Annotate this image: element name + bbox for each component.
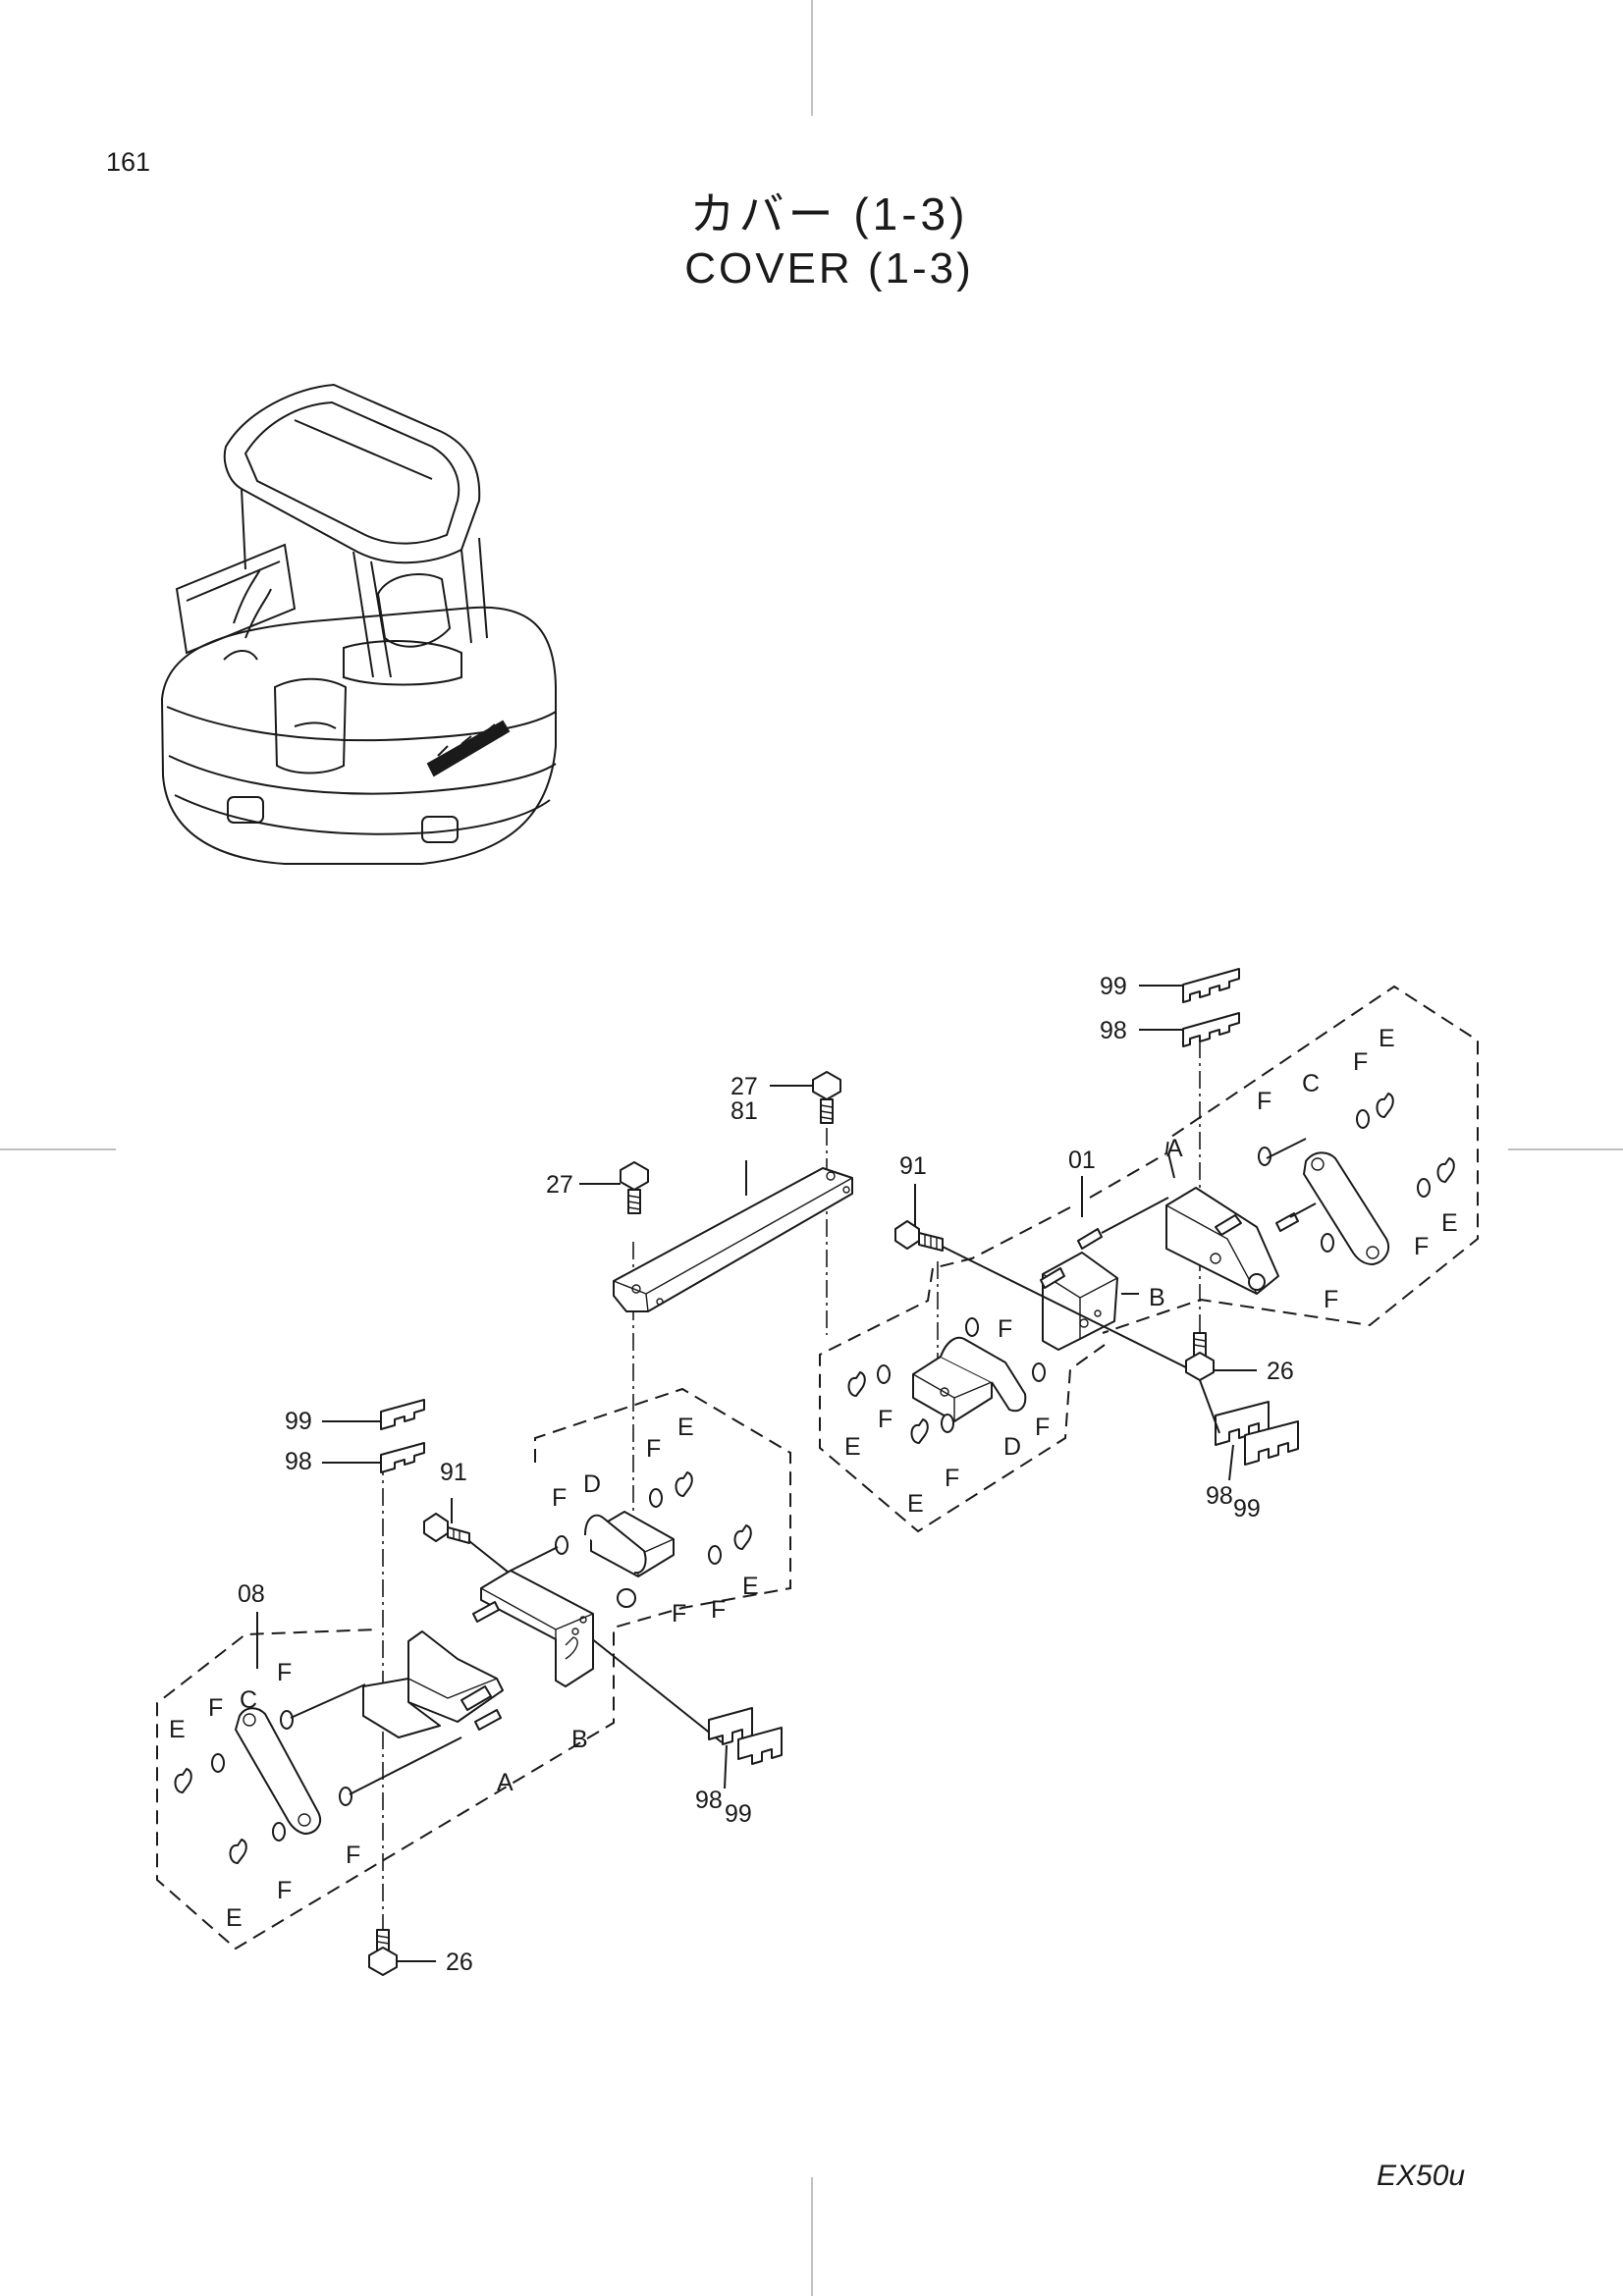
bolt-27-upper (812, 1071, 841, 1124)
callout-F: F (1324, 1286, 1338, 1313)
callout-F: F (1353, 1048, 1368, 1076)
washer-f (1321, 1233, 1334, 1253)
callout-B: B (571, 1726, 588, 1753)
callout-B: B (1149, 1284, 1165, 1311)
group-outline-01 (819, 985, 1479, 1533)
hinge-assembly-lower (174, 1399, 783, 1976)
washer-f (1417, 1178, 1431, 1198)
bolt-26-lower (368, 1929, 398, 1976)
callout-98: 98 (1100, 1017, 1127, 1044)
callout-E: E (677, 1414, 694, 1441)
callout-F: F (646, 1435, 661, 1463)
excavator-overview-illustration (160, 383, 557, 865)
callout-99: 99 (1233, 1495, 1261, 1522)
shim-98-top (1182, 1012, 1240, 1047)
callout-99: 99 (725, 1800, 752, 1828)
clip-e (1376, 1093, 1394, 1118)
callout-A: A (497, 1769, 514, 1796)
callout-F: F (277, 1659, 292, 1686)
callout-F: F (208, 1694, 223, 1722)
clip-e (1436, 1157, 1455, 1183)
callout-D: D (1003, 1433, 1021, 1461)
callout-F: F (711, 1596, 726, 1624)
callout-27: 27 (546, 1171, 573, 1199)
callout-F: F (1035, 1414, 1050, 1441)
callout-26: 26 (446, 1949, 473, 1976)
model-label: EX50u (1377, 2160, 1466, 2192)
callout-98: 98 (285, 1448, 312, 1475)
hinge-assembly-drawing (613, 968, 1455, 1466)
title-block: カバー (1-3) COVER (1-3) (0, 187, 1623, 296)
callout-A: A (1166, 1135, 1183, 1162)
callout-F: F (552, 1484, 567, 1512)
callout-C: C (240, 1686, 257, 1714)
callout-F: F (945, 1465, 959, 1492)
callout-E: E (1441, 1209, 1458, 1237)
callout-98: 98 (1206, 1482, 1233, 1510)
callout-labels: 99 98 27 27 81 91 01 26 98 99 99 98 91 0… (169, 973, 1458, 1976)
callout-F: F (277, 1877, 292, 1904)
bolt-26-upper (1185, 1332, 1215, 1381)
callout-26: 26 (1267, 1358, 1294, 1385)
callout-01: 01 (1068, 1147, 1096, 1174)
callout-E: E (742, 1573, 759, 1600)
callout-F: F (1414, 1233, 1429, 1260)
callout-F: F (1257, 1088, 1271, 1115)
callout-D: D (583, 1470, 601, 1498)
callout-F: F (672, 1600, 686, 1628)
callout-E: E (1379, 1025, 1395, 1052)
page-number: 161 (106, 147, 151, 177)
washer-f (1356, 1109, 1370, 1129)
callout-F: F (346, 1842, 360, 1869)
callout-98: 98 (695, 1787, 723, 1814)
callout-C: C (1302, 1070, 1320, 1097)
bolt-91-upper (894, 1220, 1201, 1375)
callout-91: 91 (899, 1152, 927, 1180)
callout-81: 81 (730, 1097, 758, 1125)
callout-E: E (226, 1904, 243, 1932)
callout-E: E (907, 1490, 924, 1518)
title-english: COVER (1-3) (684, 244, 974, 293)
callout-99: 99 (1100, 973, 1127, 1000)
title-japanese: カバー (1-3) (689, 188, 969, 240)
callout-F: F (998, 1315, 1012, 1343)
shim-99-top (1182, 968, 1240, 1003)
leader-lines (256, 985, 1257, 1962)
callout-27: 27 (730, 1073, 758, 1100)
callout-E: E (169, 1716, 186, 1743)
bolt-27-left (620, 1161, 649, 1214)
callout-E: E (844, 1433, 861, 1461)
callout-08: 08 (238, 1580, 265, 1608)
callout-99: 99 (285, 1408, 312, 1435)
group-outline-08 (156, 1387, 791, 1950)
callout-91: 91 (440, 1459, 467, 1486)
callout-F: F (878, 1406, 893, 1433)
